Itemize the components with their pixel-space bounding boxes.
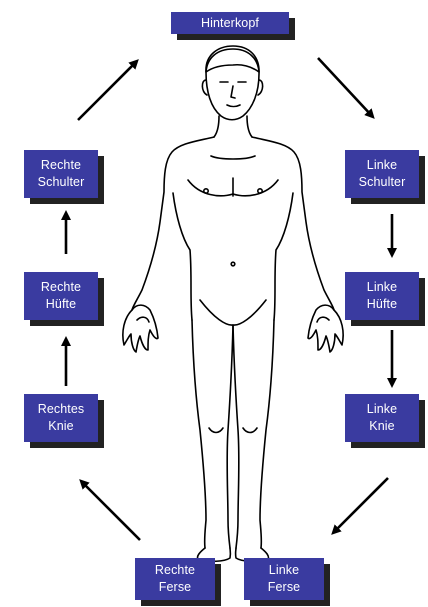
node-rechte-schulter: Rechte Schulter	[24, 150, 98, 198]
arrow-icon	[318, 58, 372, 116]
node-linke-ferse: Linke Ferse	[244, 558, 324, 600]
node-linke-knie: Linke Knie	[345, 394, 419, 442]
arrow-icon	[334, 478, 388, 532]
node-linke-schulter: Linke Schulter	[345, 150, 419, 198]
arrow-icon	[78, 62, 136, 120]
arrow-icon	[82, 482, 140, 540]
node-hinterkopf: Hinterkopf	[171, 12, 289, 34]
node-rechte-huefte: Rechte Hüfte	[24, 272, 98, 320]
node-rechtes-knie: Rechtes Knie	[24, 394, 98, 442]
node-rechte-ferse: Rechte Ferse	[135, 558, 215, 600]
node-linke-huefte: Linke Hüfte	[345, 272, 419, 320]
